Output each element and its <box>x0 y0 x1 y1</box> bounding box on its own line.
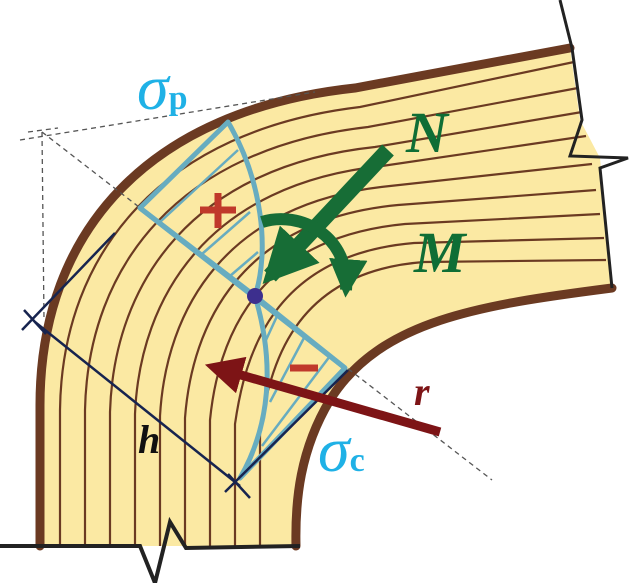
beam-inner-edge <box>291 283 617 551</box>
section-center-point <box>247 288 263 304</box>
radius-r-arrow <box>204 356 442 437</box>
stress-hatching <box>159 149 331 447</box>
moment-m-label: M <box>414 220 466 285</box>
beam-outer-edge <box>35 43 575 551</box>
right-break-line <box>558 0 629 289</box>
sigma-c-subscript: c <box>349 442 365 479</box>
sigma-p-subscript: p <box>168 80 188 117</box>
bottom-break-line <box>0 516 301 588</box>
plus-sign <box>200 193 236 228</box>
sigma-c-symbol: σ <box>318 414 350 485</box>
sigma-c-label: σc <box>318 418 365 482</box>
sigma-p-label: σp <box>137 56 187 120</box>
tension-stress-region <box>137 119 265 299</box>
moment-m-arrow <box>260 213 368 298</box>
height-dimension <box>21 232 349 499</box>
construction-lines <box>19 91 493 481</box>
height-h-label: h <box>138 417 161 462</box>
sigma-p-symbol: σ <box>137 52 169 123</box>
radius-r-label: r <box>414 369 430 414</box>
force-n-label: N <box>406 100 448 165</box>
force-n-arrow <box>262 144 394 284</box>
beam-body <box>40 48 612 546</box>
